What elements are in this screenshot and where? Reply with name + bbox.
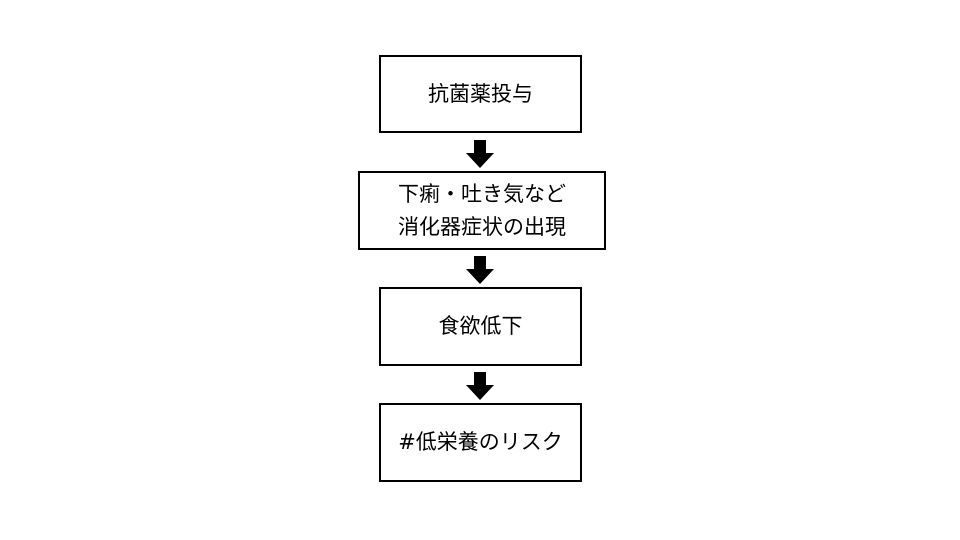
step-label: 抗菌薬投与 [428,81,533,106]
step-malnutrition-risk: #低栄養のリスク [379,403,582,482]
step-gi-symptoms: 下痢・吐き気など 消化器症状の出現 [358,171,606,250]
down-arrow-icon [466,256,494,284]
step-appetite-loss: 食欲低下 [379,287,582,366]
down-arrow-icon [466,140,494,168]
step-antibiotic-administration: 抗菌薬投与 [379,55,582,133]
step-label: #低栄養のリスク [398,430,563,455]
step-label: 食欲低下 [438,314,523,339]
down-arrow-icon [466,372,494,400]
step-label-line-1: 下痢・吐き気など [398,181,566,206]
step-label-line-2: 消化器症状の出現 [398,214,566,239]
